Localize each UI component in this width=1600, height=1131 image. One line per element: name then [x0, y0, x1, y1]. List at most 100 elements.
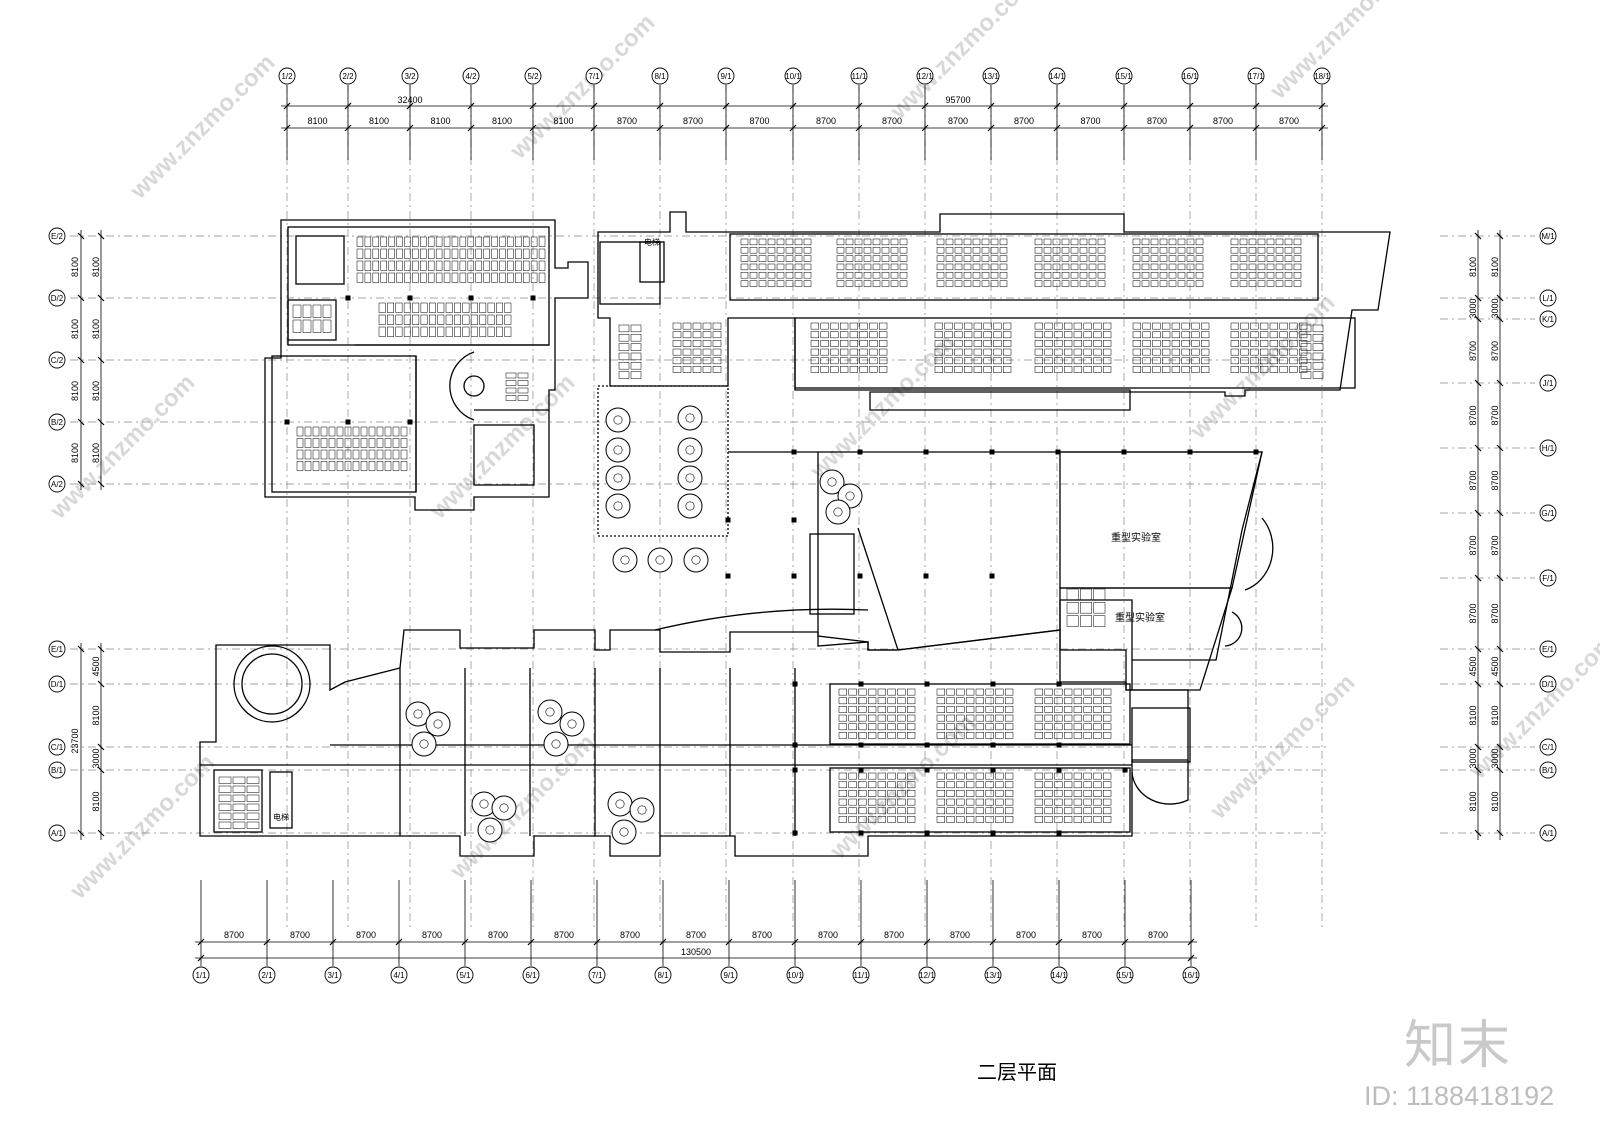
column — [924, 767, 930, 773]
watermark-text: www.znzmo.com — [804, 329, 960, 485]
dim-top-total: 95700 — [945, 95, 970, 105]
dim-bottom: 8700 — [818, 930, 838, 940]
dim-top: 8100 — [492, 116, 512, 126]
axis-label-right: D/1 — [1542, 680, 1555, 689]
dim-bottom: 8700 — [422, 930, 442, 940]
dim-left-lower: 8100 — [91, 791, 101, 811]
dim-left-lower-total: 23700 — [70, 728, 80, 753]
lower-classroom-row-2 — [829, 767, 1131, 833]
watermark-text: www.znzmo.com — [64, 749, 220, 905]
watermark-text: www.znzmo.com — [1464, 629, 1600, 785]
axis-grid-lines — [70, 85, 1535, 930]
dim-top: 8700 — [617, 116, 637, 126]
axis-label-left: C/1 — [51, 743, 64, 752]
axis-bubble-right — [1539, 439, 1557, 457]
axis-bubble-left — [48, 413, 66, 431]
watermark-text: www.znzmo.com — [424, 369, 580, 525]
axis-bubble-right — [1539, 738, 1557, 756]
axis-bubble-right — [1539, 289, 1557, 307]
axis-bubble-left — [48, 640, 66, 658]
dim-bottom: 8700 — [1082, 930, 1102, 940]
axis-label-left: A/1 — [51, 829, 64, 838]
axis-bubble-top — [1313, 67, 1331, 85]
column — [924, 830, 930, 836]
dim-right: 8700 — [1468, 603, 1478, 623]
axis-label-left: E/1 — [51, 645, 64, 654]
column — [725, 517, 731, 523]
lower-round-stair — [233, 645, 311, 723]
axis-bubble-bottom — [1050, 966, 1068, 984]
column — [1187, 449, 1193, 455]
axis-label-top: 13/1 — [983, 72, 999, 81]
axis-bubble-right — [1539, 504, 1557, 522]
axis-label-top: 2/2 — [342, 72, 354, 81]
axis-bubble-left — [48, 289, 66, 307]
axis-bubble-bottom — [258, 966, 276, 984]
axis-label-top: 5/2 — [527, 72, 539, 81]
column — [858, 767, 864, 773]
dim-left-upper: 8100 — [91, 319, 101, 339]
axis-bubble-top — [784, 67, 802, 85]
axis-bubble-left — [48, 227, 66, 245]
dim-left-upper: 8100 — [70, 381, 80, 401]
axis-bubble-left — [48, 475, 66, 493]
dim-top: 8100 — [369, 116, 389, 126]
axis-label-bottom: 13/1 — [985, 971, 1001, 980]
column — [923, 449, 929, 455]
elevator-lower — [269, 771, 293, 829]
column — [990, 830, 996, 836]
column — [1056, 830, 1062, 836]
dim-top: 8700 — [882, 116, 902, 126]
dim-bottom: 8700 — [224, 930, 244, 940]
dim-bottom: 8700 — [620, 930, 640, 940]
axis-bubble-left — [48, 738, 66, 756]
dim-top-total: 32400 — [397, 95, 422, 105]
axis-label-bottom: 2/1 — [261, 971, 273, 980]
axis-bubble-bottom — [588, 966, 606, 984]
axis-label-right: M/1 — [1541, 232, 1555, 241]
dim-left-lower: 4500 — [91, 656, 101, 676]
column — [858, 830, 864, 836]
column — [284, 419, 290, 425]
dim-right: 4500 — [1468, 656, 1478, 676]
column — [924, 742, 930, 748]
axis-label-bottom: 7/1 — [591, 971, 603, 980]
dim-left-upper: 8100 — [91, 443, 101, 463]
dim-right: 8100 — [1468, 257, 1478, 277]
dim-bottom: 8700 — [1016, 930, 1036, 940]
column — [407, 419, 413, 425]
column — [857, 573, 863, 579]
axis-bubble-top — [401, 67, 419, 85]
dim-right: 8700 — [1490, 470, 1500, 490]
axis-label-left: E/2 — [51, 232, 64, 241]
axis-bubble-bottom — [456, 966, 474, 984]
column — [1122, 767, 1128, 773]
lower-toilets — [213, 769, 263, 833]
axis-label-right: C/1 — [1542, 743, 1555, 752]
dim-right: 4500 — [1490, 656, 1500, 676]
column — [1056, 742, 1062, 748]
axis-label-bottom: 9/1 — [723, 971, 735, 980]
column — [792, 767, 798, 773]
top-classroom-row — [729, 233, 1319, 301]
axis-bubble-right — [1539, 675, 1557, 693]
axis-label-right: L/1 — [1542, 294, 1554, 303]
axis-label-bottom: 6/1 — [525, 971, 537, 980]
dim-right: 8700 — [1490, 341, 1500, 361]
dim-right: 8100 — [1490, 705, 1500, 725]
axis-label-bottom: 1/1 — [195, 971, 207, 980]
dim-bottom: 8700 — [884, 930, 904, 940]
dim-top: 8700 — [816, 116, 836, 126]
upper-left-stair — [295, 235, 345, 285]
axis-label-left: A/2 — [51, 480, 64, 489]
column — [858, 681, 864, 687]
elevator-upper — [639, 241, 665, 283]
column — [468, 295, 474, 301]
axis-label-right: J/1 — [1543, 379, 1554, 388]
dim-top: 8700 — [1213, 116, 1233, 126]
upper-left-toilets — [287, 299, 337, 341]
axis-bubble-top — [1247, 67, 1265, 85]
axis-label-bottom: 14/1 — [1051, 971, 1067, 980]
column — [924, 681, 930, 687]
axis-label-bottom: 8/1 — [657, 971, 669, 980]
